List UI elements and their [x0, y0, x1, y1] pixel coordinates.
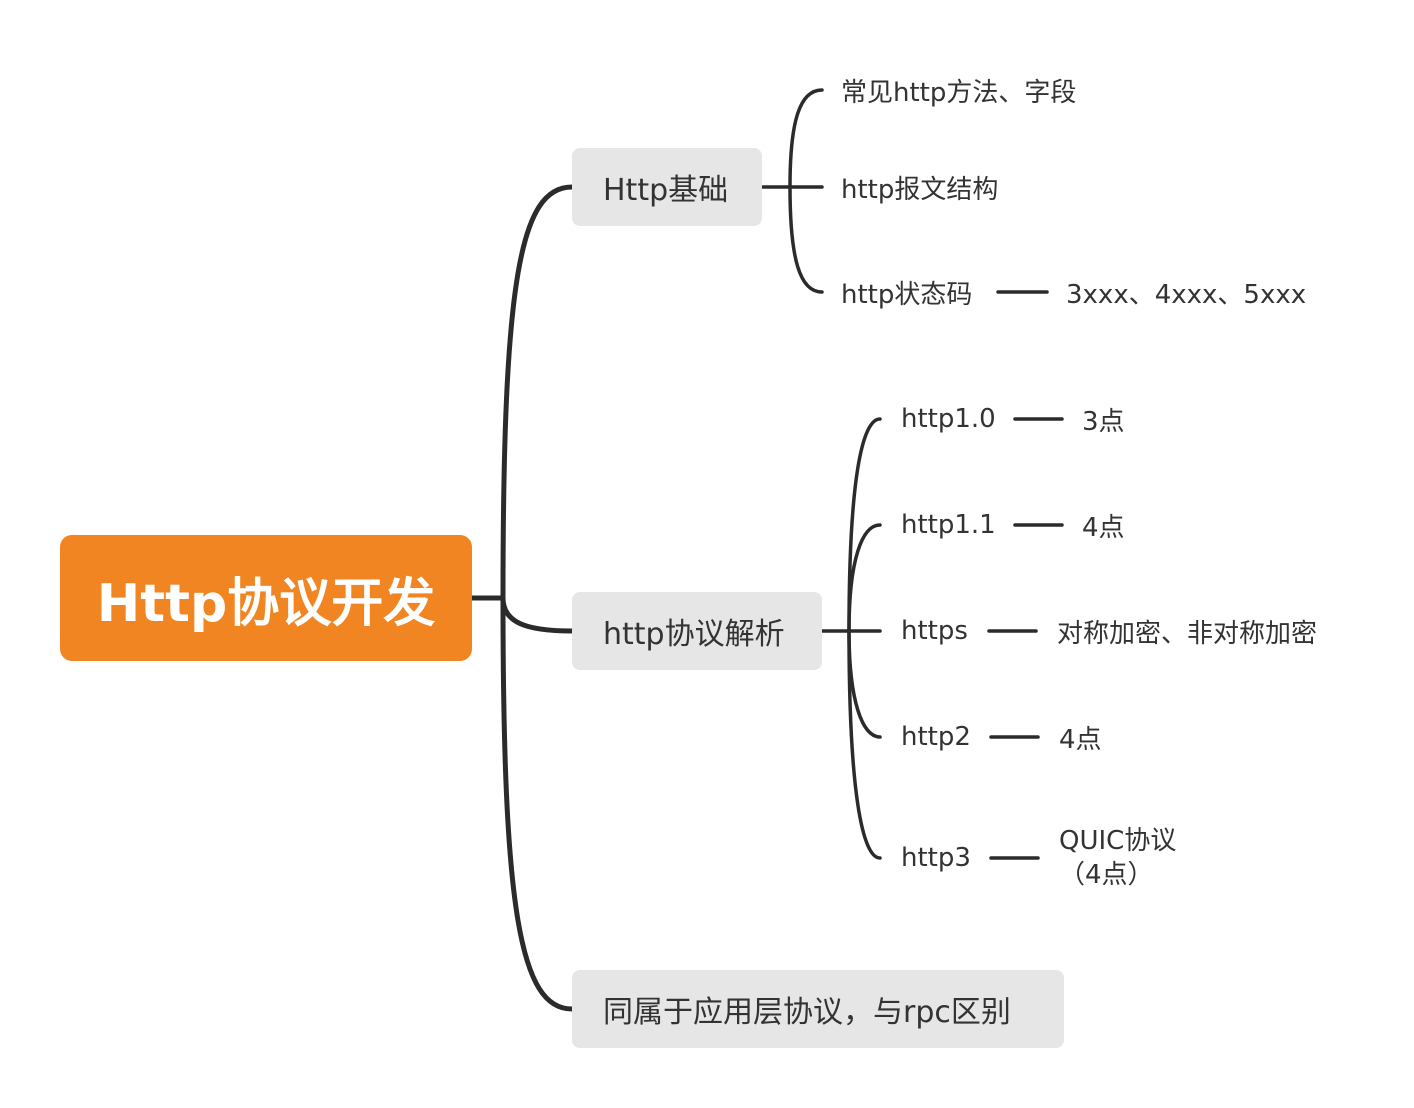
- subtopic-http3-quic[interactable]: QUIC协议 （4点）: [1059, 824, 1176, 892]
- connector-root-to-parse: [500, 595, 575, 634]
- subtopic-http11-label: http1.1: [901, 510, 996, 540]
- topic-http-basics[interactable]: Http基础: [572, 148, 762, 226]
- connector-basics-to-status: [788, 185, 824, 294]
- subtopic-http10-points-label: 3点: [1082, 406, 1125, 437]
- connector-root-to-rpc: [500, 595, 575, 1012]
- subtopic-http3-quic-line2: （4点）: [1059, 860, 1154, 890]
- subtopic-http2[interactable]: http2: [901, 717, 971, 757]
- subtopic-http2-points[interactable]: 4点: [1059, 717, 1102, 757]
- subtopic-http11[interactable]: http1.1: [901, 505, 996, 545]
- subtopic-https-encryption-label: 对称加密、非对称加密: [1057, 618, 1318, 649]
- connector-parse-to-v10: [847, 417, 882, 633]
- subtopic-https-encryption[interactable]: 对称加密、非对称加密: [1057, 611, 1317, 651]
- subtopic-https-label: https: [901, 616, 968, 646]
- topic-http-protocol-parse[interactable]: http协议解析: [572, 592, 822, 670]
- connector-parse-to-v3: [847, 629, 882, 860]
- subtopic-http10[interactable]: http1.0: [901, 399, 996, 439]
- topic-rpc-comparison-label: 同属于应用层协议，与rpc区别: [603, 995, 1011, 1030]
- connector-parse-to-v2: [847, 629, 882, 739]
- subtopic-http11-points-label: 4点: [1082, 512, 1125, 543]
- root-topic-label: Http协议开发: [96, 573, 436, 634]
- subtopic-http-methods-label: 常见http方法、字段: [841, 77, 1077, 108]
- subtopic-http-status-codes[interactable]: http状态码: [841, 272, 972, 312]
- subtopic-http10-label: http1.0: [901, 404, 996, 434]
- subtopic-http-methods[interactable]: 常见http方法、字段: [841, 70, 1076, 110]
- subtopic-http-message-structure-label: http报文结构: [841, 174, 999, 205]
- subtopic-https[interactable]: https: [901, 611, 968, 651]
- root-topic[interactable]: Http协议开发: [60, 535, 472, 661]
- connector-group: [469, 88, 1064, 1012]
- subtopic-http3-quic-line1: QUIC协议: [1059, 826, 1177, 856]
- topic-http-protocol-parse-label: http协议解析: [603, 617, 785, 652]
- connector-parse-to-v11: [847, 523, 882, 633]
- subtopic-http3-label: http3: [901, 843, 971, 873]
- topic-http-basics-label: Http基础: [603, 173, 729, 208]
- connector-basics-to-methods: [788, 88, 824, 189]
- topic-rpc-comparison[interactable]: 同属于应用层协议，与rpc区别: [572, 970, 1064, 1048]
- subtopic-http3[interactable]: http3: [901, 838, 971, 878]
- subtopic-http2-points-label: 4点: [1059, 724, 1102, 755]
- connector-root-to-basics: [500, 184, 575, 601]
- subtopic-http-status-codes-label: http状态码: [841, 279, 973, 310]
- subtopic-status-code-classes-label: 3xxx、4xxx、5xxx: [1066, 279, 1307, 310]
- subtopic-http2-label: http2: [901, 722, 971, 752]
- subtopic-http-message-structure[interactable]: http报文结构: [841, 167, 998, 207]
- subtopic-status-code-classes[interactable]: 3xxx、4xxx、5xxx: [1066, 272, 1306, 312]
- subtopic-http11-points[interactable]: 4点: [1082, 505, 1125, 545]
- subtopic-http10-points[interactable]: 3点: [1082, 399, 1125, 439]
